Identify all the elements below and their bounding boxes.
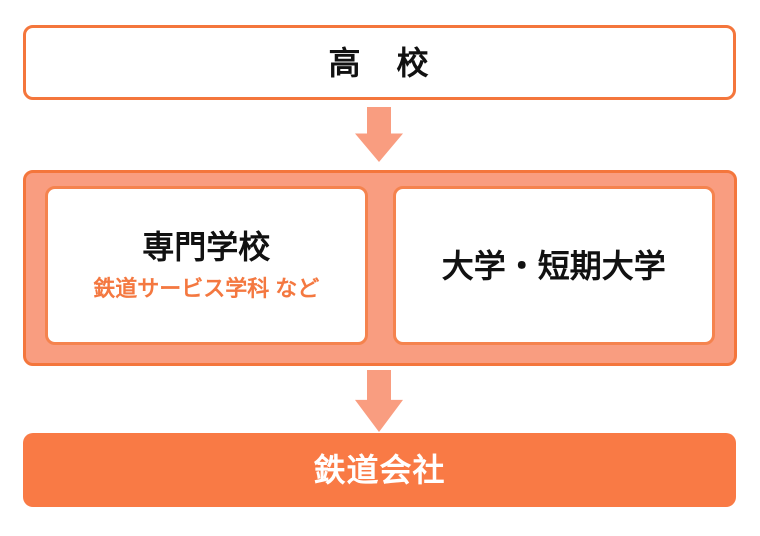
vocational-school-subtitle: 鉄道サービス学科 など — [93, 276, 320, 301]
university-box: 大学・短期大学 — [392, 186, 715, 345]
railway-company-box: 鉄道会社 — [23, 433, 736, 507]
down-arrow-icon — [355, 107, 403, 162]
highschool-label: 高 校 — [328, 44, 431, 81]
vocational-school-title: 専門学校 — [142, 229, 271, 265]
vocational-school-box: 専門学校 鉄道サービス学科 など — [45, 186, 368, 345]
down-arrow-icon — [355, 370, 403, 432]
university-title: 大学・短期大学 — [441, 247, 666, 284]
highschool-box: 高 校 — [23, 25, 736, 100]
education-options-group: 専門学校 鉄道サービス学科 など 大学・短期大学 — [23, 170, 737, 366]
railway-company-label: 鉄道会社 — [313, 452, 446, 488]
